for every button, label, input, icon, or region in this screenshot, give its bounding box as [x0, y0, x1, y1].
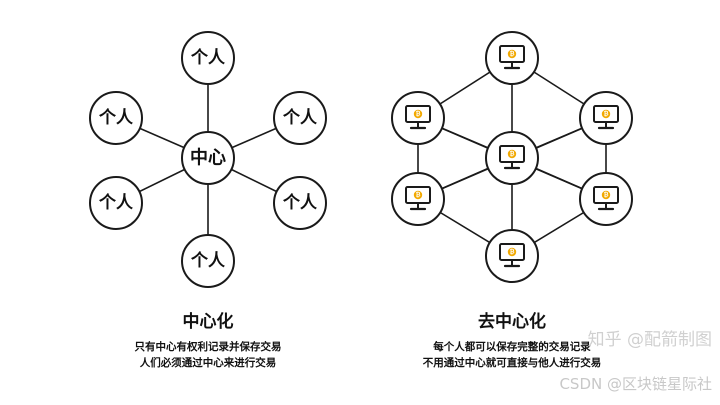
person-node-lower-left: 个人 — [89, 176, 143, 230]
computer-node-upper-left: ₿ — [391, 91, 445, 145]
centralized-title: 中心化 — [183, 311, 234, 332]
decentralized-network: ₿ ₿ ₿ — [391, 31, 633, 369]
person-label: 个人 — [190, 47, 226, 68]
centralized-description-line-1: 只有中心有权利记录并保存交易 — [135, 340, 282, 353]
person-node-bottom: 个人 — [181, 234, 235, 288]
svg-text:₿: ₿ — [510, 249, 515, 256]
person-label: 个人 — [190, 250, 226, 271]
svg-text:₿: ₿ — [510, 51, 515, 58]
person-node-upper-right: 个人 — [273, 91, 327, 145]
zhihu-watermark: 知乎 @配箭制图 — [588, 330, 712, 350]
person-node-lower-right: 个人 — [273, 176, 327, 230]
computer-node-bottom: ₿ — [485, 229, 539, 283]
csdn-watermark: CSDN @区块链星际社 — [559, 375, 712, 393]
computer-node-lower-right: ₿ — [579, 172, 633, 226]
computer-bitcoin-icon: ₿ — [499, 243, 525, 268]
computer-bitcoin-icon: ₿ — [499, 45, 525, 70]
svg-text:₿: ₿ — [416, 111, 421, 118]
center-label: 中心 — [190, 147, 226, 169]
computer-bitcoin-icon: ₿ — [405, 105, 431, 130]
person-node-circle — [89, 176, 143, 230]
centralized-description-line-2: 人们必须通过中心来进行交易 — [140, 356, 277, 369]
svg-text:₿: ₿ — [416, 192, 421, 199]
computer-bitcoin-icon: ₿ — [499, 145, 525, 170]
person-label: 个人 — [98, 107, 134, 128]
computer-bitcoin-icon: ₿ — [593, 186, 619, 211]
computer-node-center: ₿ — [485, 131, 539, 185]
center-node-circle — [181, 131, 235, 185]
person-node-circle — [273, 176, 327, 230]
person-node-circle — [181, 31, 235, 85]
computer-node-upper-right: ₿ — [579, 91, 633, 145]
svg-text:₿: ₿ — [604, 111, 609, 118]
person-node-circle — [273, 91, 327, 145]
person-node-circle — [181, 234, 235, 288]
person-node-upper-left: 个人 — [89, 91, 143, 145]
person-label: 个人 — [282, 192, 318, 213]
computer-node-lower-left: ₿ — [391, 172, 445, 226]
svg-text:₿: ₿ — [604, 192, 609, 199]
decentralized-title: 去中心化 — [478, 311, 546, 332]
computer-node-top: ₿ — [485, 31, 539, 85]
person-node-circle — [89, 91, 143, 145]
centralized-network: 个人 个人 个人 个人 个人 个人 中心 中心化 只有中心有权利记录并保存交易 … — [89, 31, 327, 369]
svg-text:₿: ₿ — [510, 151, 515, 158]
center-node: 中心 — [181, 131, 235, 185]
computer-bitcoin-icon: ₿ — [405, 186, 431, 211]
decentralized-description-line-2: 不用通过中心就可直接与他人进行交易 — [423, 356, 602, 369]
person-node-top: 个人 — [181, 31, 235, 85]
person-label: 个人 — [282, 107, 318, 128]
computer-bitcoin-icon: ₿ — [593, 105, 619, 130]
person-label: 个人 — [98, 192, 134, 213]
decentralized-description-line-1: 每个人都可以保存完整的交易记录 — [433, 340, 591, 353]
